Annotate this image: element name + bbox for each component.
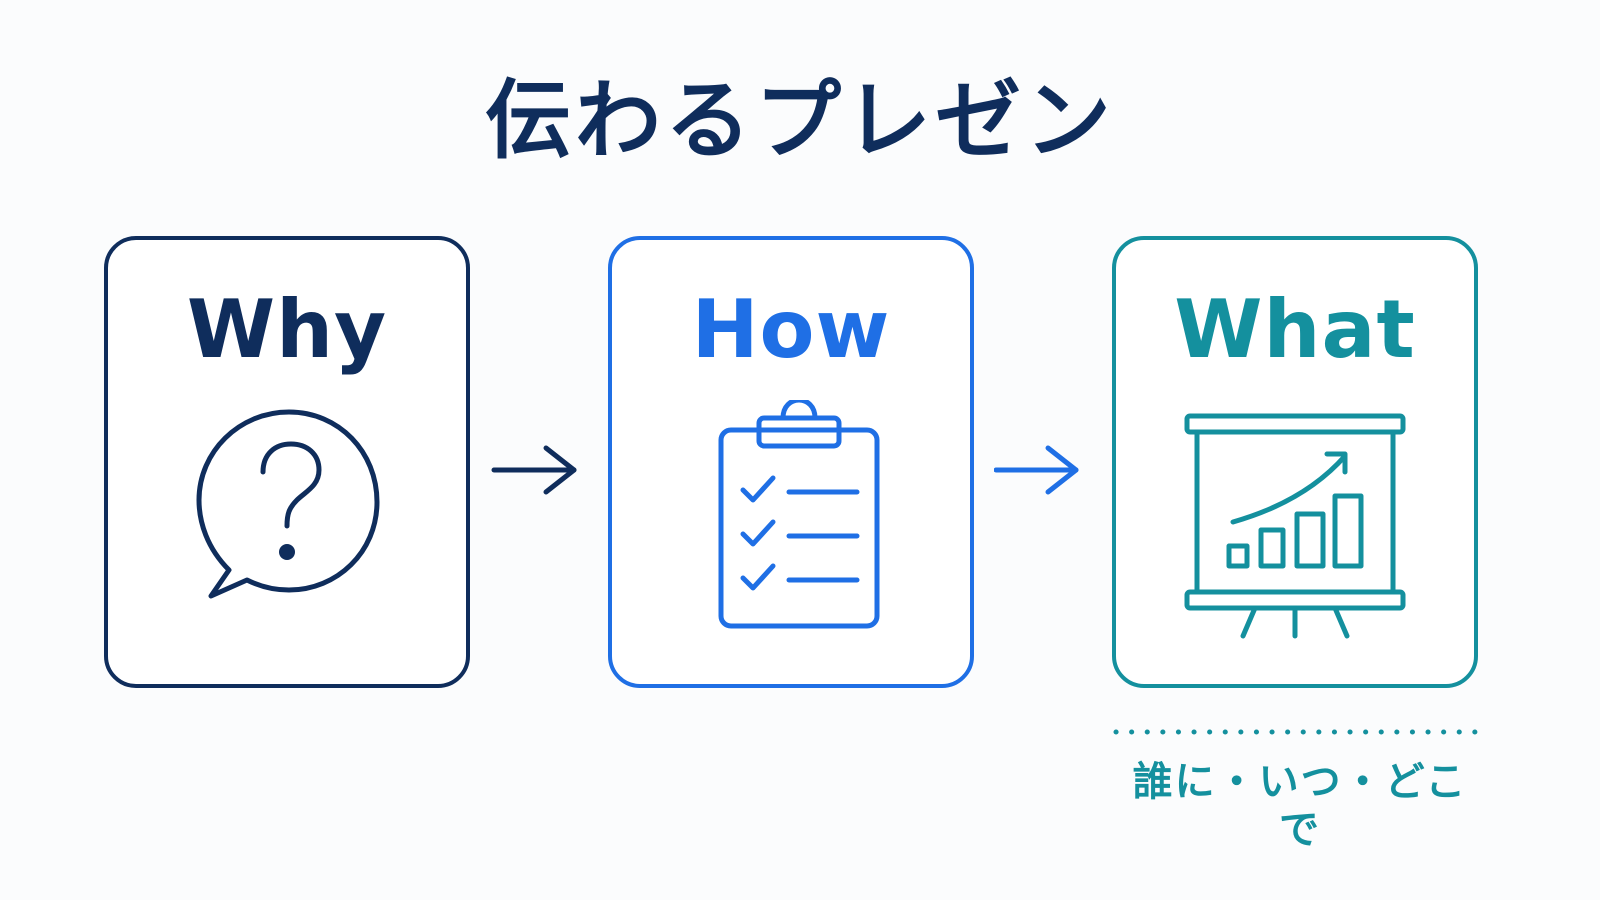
question-speech-bubble-icon bbox=[108, 400, 466, 660]
why-card: Why bbox=[104, 236, 470, 688]
how-label: How bbox=[691, 283, 891, 376]
presentation-chart-icon bbox=[1116, 400, 1474, 660]
how-card: How bbox=[608, 236, 974, 688]
arrow-right-icon bbox=[993, 440, 1094, 520]
what-label: What bbox=[1174, 283, 1416, 376]
context-note: 誰に・いつ・どこで bbox=[1132, 759, 1468, 853]
arrow-right-icon bbox=[490, 440, 590, 520]
what-card: What bbox=[1112, 236, 1478, 688]
why-label: Why bbox=[186, 283, 388, 376]
clipboard-checklist-icon bbox=[612, 400, 970, 660]
page-title: 伝わるプレゼン bbox=[485, 71, 1115, 171]
dotted-divider bbox=[1113, 729, 1491, 735]
